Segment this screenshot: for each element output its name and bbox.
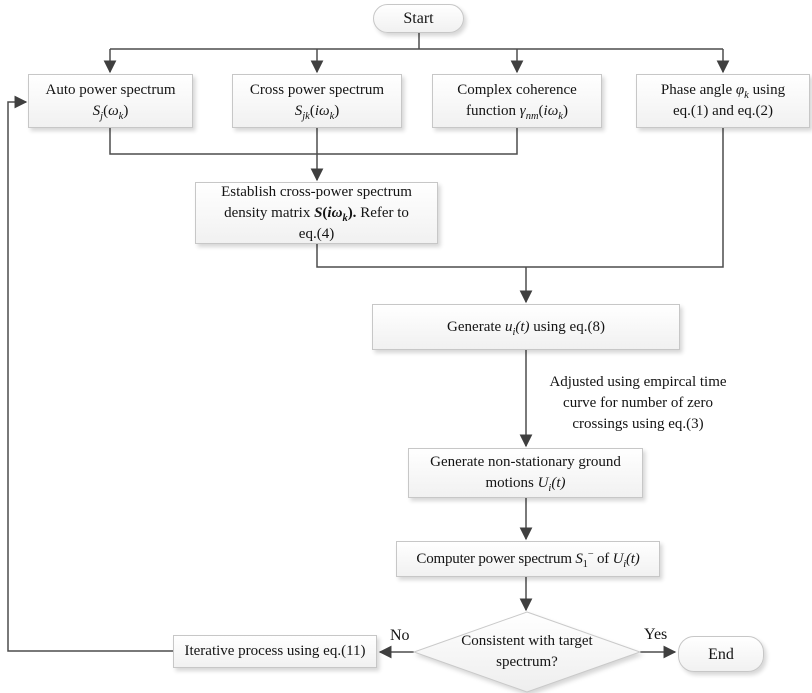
establish-line1: Establish cross-power spectrum [221, 183, 412, 200]
node-cross-power-spectrum: Cross power spectrum Sjk(iωk) [232, 74, 402, 128]
phase-line1: Phase angle φk using [660, 82, 786, 101]
cross-power-formula: Sjk(iωk) [294, 103, 340, 122]
end-label: End [708, 645, 734, 663]
decision-diamond-shape [412, 611, 642, 693]
coherence-line1: Complex coherence [457, 82, 577, 98]
node-generate-ui: Generate ui(t) using eq.(8) [372, 304, 680, 350]
establish-line2: density matrix S(iωk). Refer to [224, 204, 409, 224]
node-start: Start [373, 4, 464, 33]
annotation-line2: curve for number of zero [563, 395, 713, 411]
node-compute-power-spectrum: Computer power spectrum S1− of Ui(t) [396, 541, 660, 577]
phase-line2: eq.(1) and eq.(2) [673, 103, 773, 119]
node-complex-coherence: Complex coherence function γnm(iωk) [432, 74, 602, 128]
generate-ground-line1: Generate non-stationary ground [430, 454, 621, 470]
connector-merge-horizontal [109, 128, 518, 155]
edge-label-no: No [390, 627, 410, 644]
auto-power-line1: Auto power spectrum [45, 82, 176, 98]
node-phase-angle: Phase angle φk using eq.(1) and eq.(2) [636, 74, 810, 128]
node-generate-ground-motions: Generate non-stationary ground motions U… [408, 448, 643, 498]
auto-power-formula: Sj(ωk) [92, 103, 129, 122]
edge-label-yes: Yes [644, 626, 668, 643]
node-iterative-process: Iterative process using eq.(11) [173, 635, 377, 668]
generate-ground-line2: motions Ui(t) [485, 475, 566, 494]
generate-ui-text: Generate ui(t) using eq.(8) [447, 318, 605, 338]
node-end: End [678, 636, 764, 672]
annotation-line3: crossings using eq.(3) [572, 416, 704, 432]
iterative-label: Iterative process using eq.(11) [184, 643, 366, 659]
cross-power-line1: Cross power spectrum [249, 82, 385, 98]
start-label: Start [403, 10, 434, 27]
annotation-line1: Adjusted using empircal time [549, 374, 727, 390]
node-auto-power-spectrum: Auto power spectrum Sj(ωk) [28, 74, 193, 128]
connector-feedback-loop [7, 95, 173, 652]
connector-establish-phase-join [316, 128, 724, 268]
compute-spectrum-text: Computer power spectrum S1− of Ui(t) [416, 548, 640, 570]
coherence-formula: function γnm(iωk) [466, 103, 568, 122]
annotation-adjusted: Adjusted using empircal time curve for n… [524, 372, 752, 435]
node-decision-consistent: Consistent with target spectrum? [427, 629, 627, 675]
establish-line3: eq.(4) [298, 225, 335, 242]
node-establish-matrix: Establish cross-power spectrum density m… [195, 182, 438, 244]
decision-line1: Consistent with target [461, 633, 593, 649]
decision-line2: spectrum? [496, 654, 558, 670]
